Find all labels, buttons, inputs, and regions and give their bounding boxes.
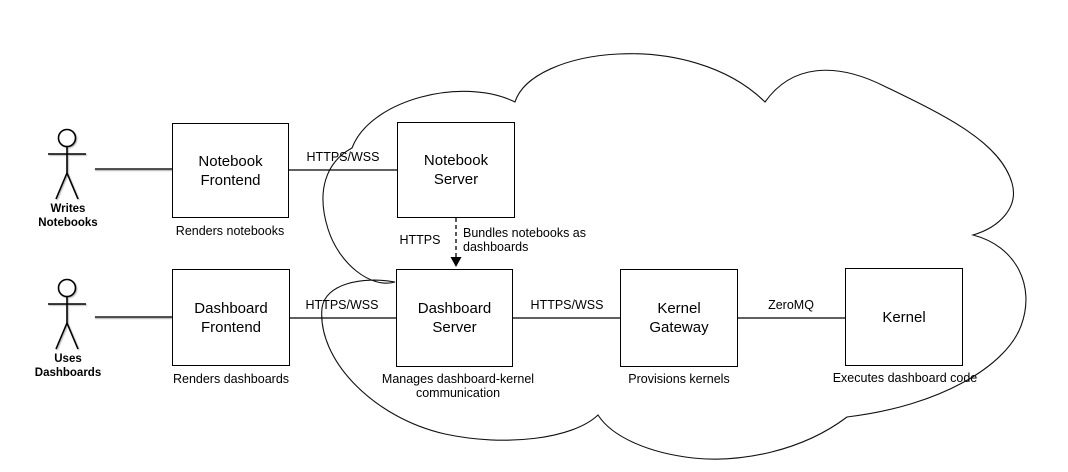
- actor-writes-notebooks-label: Writes Notebooks: [38, 203, 98, 229]
- caption-dashboard-frontend: Renders dashboards: [172, 372, 290, 386]
- node-kernel-gateway: Kernel Gateway: [620, 269, 738, 367]
- node-notebook-server: Notebook Server: [397, 122, 515, 218]
- caption-dashboard-server: Manages dashboard-kernel communication: [381, 372, 535, 400]
- edge-label-https: HTTPS: [399, 233, 441, 247]
- node-notebook-frontend: Notebook Frontend: [172, 123, 289, 218]
- stick-figure-user-icon: [48, 278, 86, 350]
- edge-label-https-wss-1: HTTPS/WSS: [306, 150, 380, 164]
- edge-annotation-bundles-notebooks: Bundles notebooks as dashboards: [463, 226, 587, 254]
- edge-label-https-wss-2: HTTPS/WSS: [305, 298, 379, 312]
- edge-label-https-wss-3: HTTPS/WSS: [530, 298, 604, 312]
- node-dashboard-server: Dashboard Server: [396, 269, 513, 367]
- edge-label-zeromq: ZeroMQ: [768, 298, 814, 312]
- caption-notebook-frontend: Renders notebooks: [175, 224, 285, 238]
- cloud-outline: [321, 53, 1027, 460]
- caption-kernel-gateway: Provisions kernels: [628, 372, 730, 386]
- actor-uses-dashboards-label: Uses Dashboards: [34, 353, 102, 379]
- caption-kernel: Executes dashboard code: [832, 371, 978, 385]
- stick-figure-writer-icon: [48, 128, 86, 200]
- arrowhead-down-icon: [450, 257, 462, 267]
- node-kernel: Kernel: [845, 268, 963, 366]
- node-dashboard-frontend: Dashboard Frontend: [172, 269, 290, 366]
